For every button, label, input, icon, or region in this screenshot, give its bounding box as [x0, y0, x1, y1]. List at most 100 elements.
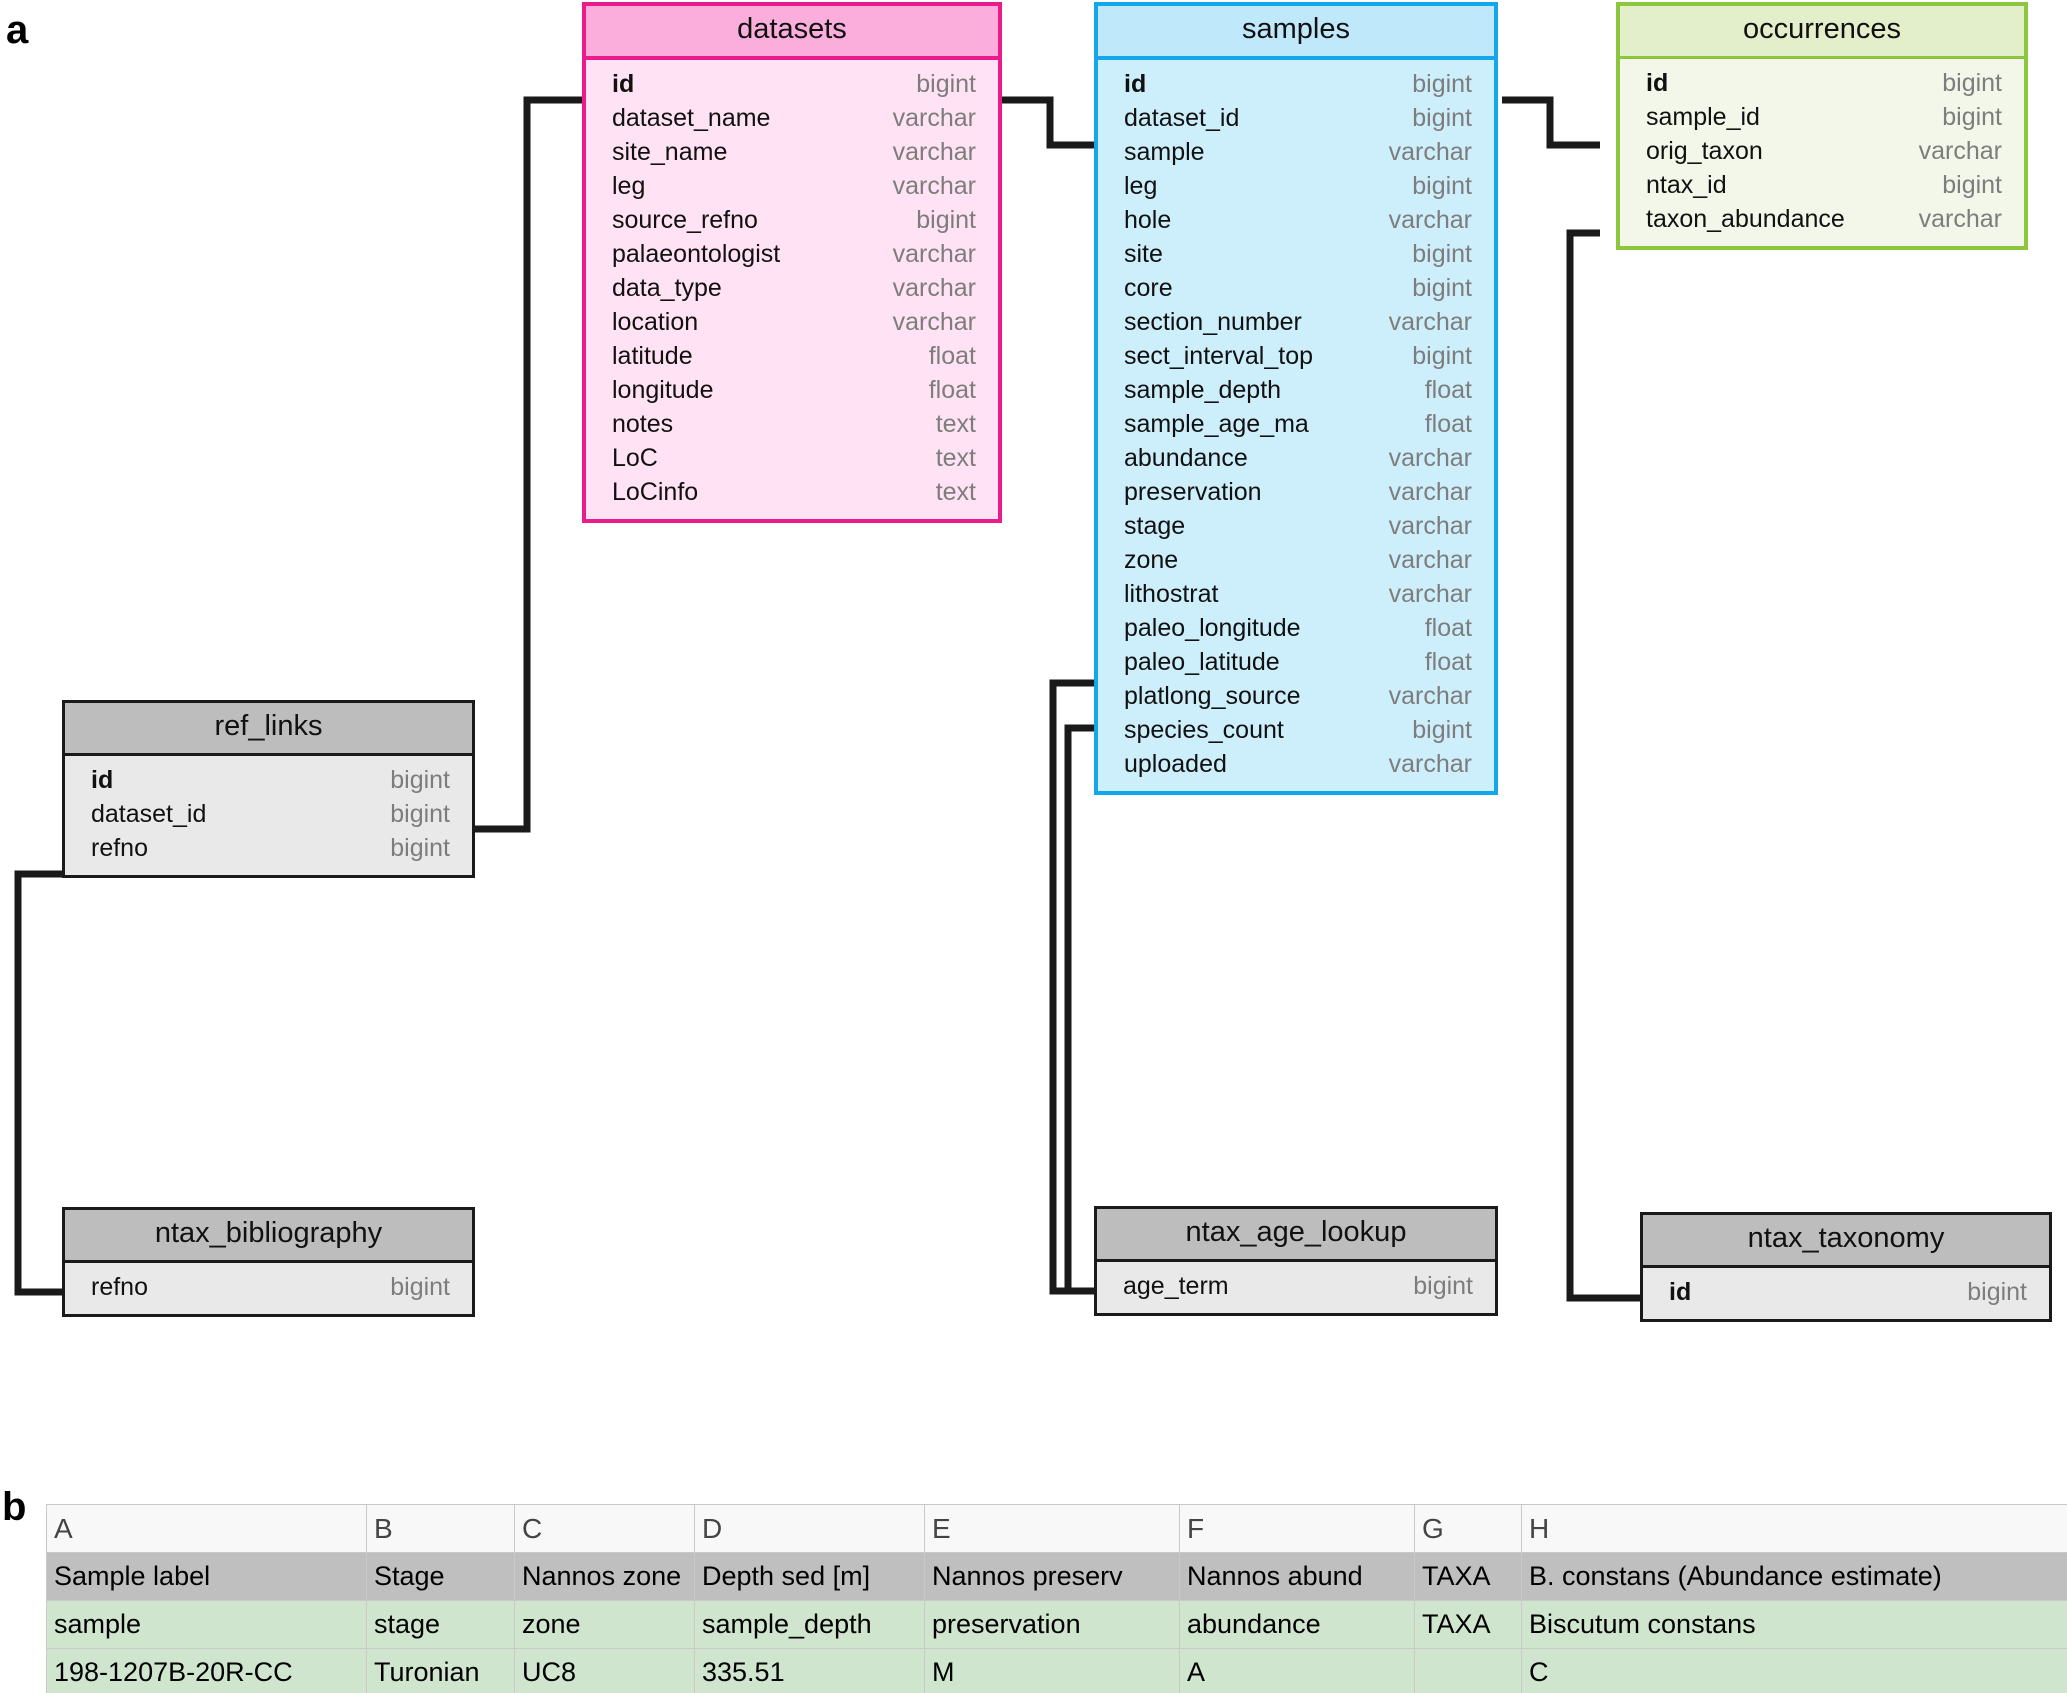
- header-cell[interactable]: TAXA: [1414, 1552, 1522, 1601]
- er-field-row: taxon_abundance varchar: [1620, 202, 2024, 236]
- er-field-name: ntax_id: [1646, 170, 1727, 199]
- data-cell[interactable]: C: [1521, 1648, 2067, 1693]
- er-field-name: id: [91, 765, 114, 794]
- er-field-name: dataset_name: [612, 103, 771, 132]
- er-field-type: bigint: [390, 1272, 450, 1301]
- er-field-name: taxon_abundance: [1646, 204, 1845, 233]
- er-field-list-samples: id bigint dataset_id bigint sample varch…: [1098, 59, 1494, 791]
- er-table-ref-links[interactable]: ref_links id bigint dataset_id bigint re…: [62, 700, 475, 878]
- er-field-type: varchar: [892, 171, 976, 200]
- data-cell[interactable]: abundance: [1179, 1600, 1415, 1649]
- er-field-name: sample_age_ma: [1124, 409, 1309, 438]
- er-field-type: bigint: [916, 205, 976, 234]
- er-field-name: uploaded: [1124, 749, 1227, 778]
- rel-samples-occurrences: [1502, 96, 1600, 149]
- er-table-title-datasets: datasets: [586, 6, 998, 60]
- er-field-row: sample_depth float: [1098, 373, 1494, 407]
- er-table-ntax-taxonomy[interactable]: ntax_taxonomy id bigint: [1640, 1212, 2052, 1322]
- header-cell[interactable]: Nannos zone: [514, 1552, 695, 1601]
- header-cell[interactable]: Depth sed [m]: [694, 1552, 925, 1601]
- spreadsheet[interactable]: A B C D E F G H Sample label Stage Nanno…: [46, 1504, 2067, 1693]
- er-field-name: site_name: [612, 137, 728, 166]
- column-letter-a[interactable]: A: [46, 1504, 367, 1553]
- column-letter-d[interactable]: D: [694, 1504, 925, 1553]
- data-cell[interactable]: zone: [514, 1600, 695, 1649]
- header-cell[interactable]: Stage: [366, 1552, 515, 1601]
- er-field-list-datasets: id bigint dataset_name varchar site_name…: [586, 59, 998, 519]
- er-table-datasets[interactable]: datasets id bigint dataset_name varchar …: [582, 2, 1002, 523]
- er-field-name: refno: [91, 833, 148, 862]
- er-field-row: sample_age_ma float: [1098, 407, 1494, 441]
- er-field-row: latitude float: [586, 339, 998, 373]
- er-field-name: lithostrat: [1124, 579, 1219, 608]
- spreadsheet-header-row: Sample label Stage Nannos zone Depth sed…: [46, 1552, 2067, 1601]
- er-field-name: location: [612, 307, 699, 336]
- er-field-type: text: [935, 443, 976, 472]
- er-field-type: varchar: [1388, 443, 1472, 472]
- data-cell[interactable]: stage: [366, 1600, 515, 1649]
- er-field-row: species_count bigint: [1098, 713, 1494, 747]
- data-cell[interactable]: sample_depth: [694, 1600, 925, 1649]
- data-cell[interactable]: 335.51: [694, 1648, 925, 1693]
- er-field-row: preservation varchar: [1098, 475, 1494, 509]
- er-field-row: source_refno bigint: [586, 203, 998, 237]
- rel-occurrences-ntaxtaxonomy: [1566, 229, 1640, 1302]
- er-field-row: site bigint: [1098, 237, 1494, 271]
- er-field-row: platlong_source varchar: [1098, 679, 1494, 713]
- er-field-row: abundance varchar: [1098, 441, 1494, 475]
- data-cell[interactable]: M: [924, 1648, 1180, 1693]
- data-cell[interactable]: Turonian: [366, 1648, 515, 1693]
- er-field-type: text: [935, 477, 976, 506]
- er-field-type: varchar: [1388, 307, 1472, 336]
- er-field-row: dataset_id bigint: [65, 797, 472, 831]
- data-cell[interactable]: sample: [46, 1600, 367, 1649]
- er-field-type: varchar: [892, 137, 976, 166]
- er-field-name: hole: [1124, 205, 1172, 234]
- data-cell[interactable]: A: [1179, 1648, 1415, 1693]
- data-cell[interactable]: UC8: [514, 1648, 695, 1693]
- column-letter-b[interactable]: B: [366, 1504, 515, 1553]
- data-cell[interactable]: TAXA: [1414, 1600, 1522, 1649]
- column-letter-g[interactable]: G: [1414, 1504, 1522, 1553]
- header-cell[interactable]: Nannos abund: [1179, 1552, 1415, 1601]
- er-field-type: varchar: [1388, 681, 1472, 710]
- rel-samples-stage-agelookup: [1049, 679, 1098, 1295]
- er-field-type: float: [1424, 409, 1472, 438]
- header-cell[interactable]: Sample label: [46, 1552, 367, 1601]
- header-cell[interactable]: Nannos preserv: [924, 1552, 1180, 1601]
- er-field-list-occurrences: id bigint sample_id bigint orig_taxon va…: [1620, 58, 2024, 246]
- er-field-type: bigint: [1412, 341, 1472, 370]
- data-cell[interactable]: preservation: [924, 1600, 1180, 1649]
- er-field-type: varchar: [1388, 545, 1472, 574]
- spreadsheet-data-row: sample stage zone sample_depth preservat…: [46, 1600, 2067, 1649]
- er-field-type: varchar: [1388, 205, 1472, 234]
- er-table-title-ntax-age-lookup: ntax_age_lookup: [1097, 1209, 1495, 1262]
- er-table-ntax-bibliography[interactable]: ntax_bibliography refno bigint: [62, 1207, 475, 1317]
- column-letter-f[interactable]: F: [1179, 1504, 1415, 1553]
- er-field-type: float: [1424, 613, 1472, 642]
- er-field-row: orig_taxon varchar: [1620, 134, 2024, 168]
- column-letter-h[interactable]: H: [1521, 1504, 2067, 1553]
- er-field-row: lithostrat varchar: [1098, 577, 1494, 611]
- er-table-ntax-age-lookup[interactable]: ntax_age_lookup age_term bigint: [1094, 1206, 1498, 1316]
- header-cell[interactable]: B. constans (Abundance estimate): [1521, 1552, 2067, 1601]
- er-table-title-samples: samples: [1098, 6, 1494, 60]
- er-field-row: section_number varchar: [1098, 305, 1494, 339]
- er-field-name: dataset_id: [91, 799, 207, 828]
- er-field-row: dataset_id bigint: [1098, 101, 1494, 135]
- data-cell[interactable]: [1414, 1648, 1522, 1693]
- column-letter-c[interactable]: C: [514, 1504, 695, 1553]
- er-field-row: age_term bigint: [1097, 1269, 1495, 1303]
- er-table-occurrences[interactable]: occurrences id bigint sample_id bigint o…: [1616, 2, 2028, 250]
- data-cell[interactable]: 198-1207B-20R-CC: [46, 1648, 367, 1693]
- column-letter-e[interactable]: E: [924, 1504, 1180, 1553]
- er-field-row: sample_id bigint: [1620, 100, 2024, 134]
- er-table-samples[interactable]: samples id bigint dataset_id bigint samp…: [1094, 2, 1498, 795]
- er-field-type: float: [1424, 375, 1472, 404]
- er-field-list-ref-links: id bigint dataset_id bigint refno bigint: [65, 755, 472, 875]
- er-field-name: LoCinfo: [612, 477, 699, 506]
- er-field-row: palaeontologist varchar: [586, 237, 998, 271]
- data-cell[interactable]: Biscutum constans: [1521, 1600, 2067, 1649]
- er-field-row: longitude float: [586, 373, 998, 407]
- er-field-row: id bigint: [65, 763, 472, 797]
